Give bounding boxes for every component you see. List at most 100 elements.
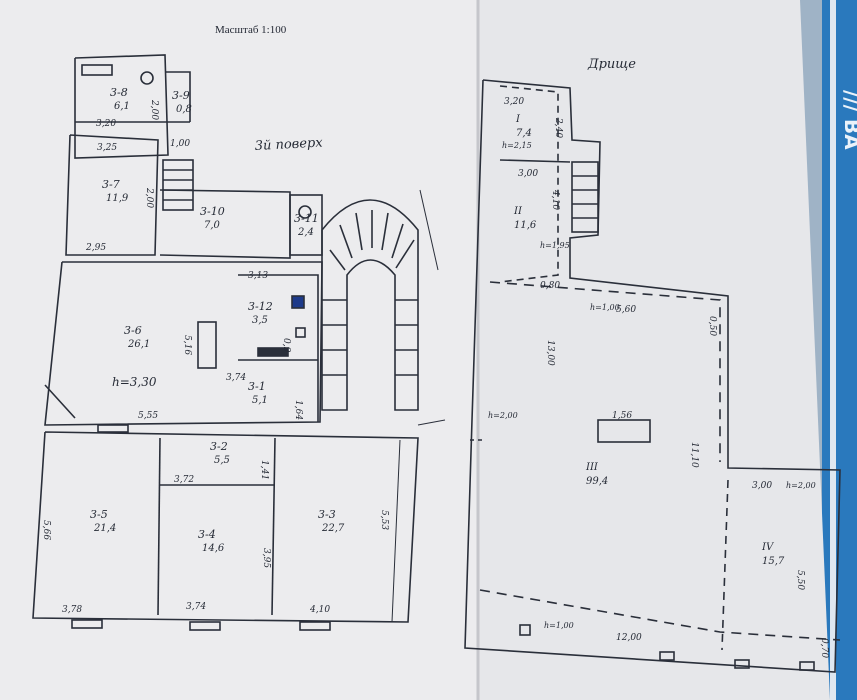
- door-swing: [44, 384, 76, 419]
- window: [189, 621, 221, 631]
- window: [299, 621, 331, 631]
- wall-3-9: [165, 71, 191, 122]
- dimension-label: 3,00: [752, 481, 772, 491]
- wall-3-5-3-4: [157, 437, 161, 616]
- room-id: 3-1: [248, 380, 266, 393]
- bath-fixture: [81, 64, 113, 76]
- room-id: 3-8: [110, 86, 128, 99]
- room-area: 21,4: [93, 523, 116, 534]
- dimension-label: 5,55: [138, 411, 158, 421]
- wall-lower-block: [32, 431, 419, 623]
- height-label: h=2,00: [786, 481, 816, 490]
- room-id: 3-9: [172, 89, 190, 102]
- dimension-label: 0,9: [281, 338, 291, 353]
- room-area: 15,7: [762, 556, 785, 567]
- room-area: 0,8: [176, 104, 192, 115]
- room-id: 3-6: [124, 324, 142, 337]
- right-plan: [464, 79, 841, 673]
- dimension-label: 5,60: [616, 305, 636, 315]
- wall-I-II: [499, 159, 571, 163]
- height-label: h=3,30: [112, 375, 157, 389]
- right-page: [478, 0, 830, 700]
- dimension-label: 1,41: [259, 460, 269, 480]
- small-stair: [162, 159, 194, 211]
- attic-stair: [571, 161, 599, 233]
- room-id: 3-3: [318, 508, 336, 521]
- room-id: 3-11: [294, 212, 319, 225]
- room-id: IV: [761, 542, 775, 553]
- dimension-label: 0,50: [707, 316, 717, 336]
- dimension-label: 3,13: [248, 271, 268, 281]
- scale-label: Масштаб 1:100: [215, 24, 287, 36]
- room-id: 3-2: [210, 440, 228, 453]
- room-id: III: [585, 462, 599, 473]
- wall-3-11: [289, 194, 323, 256]
- height-label: h=1,00: [544, 621, 574, 630]
- outlet-fixture: [295, 327, 306, 338]
- room-area: 7,0: [204, 220, 221, 231]
- window: [71, 619, 103, 629]
- height-label: h=2,00: [488, 411, 518, 420]
- leader-line: [419, 189, 439, 271]
- dimension-label: 2,00: [144, 187, 154, 208]
- height-label: h=1,95: [540, 241, 570, 250]
- dimension-label: 3,74: [226, 373, 246, 383]
- floor-label-left: 3й поверх: [254, 135, 323, 154]
- floor-label-right: Дрище: [587, 57, 636, 72]
- dimension-label: 5,66: [41, 520, 51, 540]
- stove-fixture: [291, 295, 305, 309]
- dimension-label: 13,00: [545, 340, 555, 366]
- room-area: 22,7: [321, 523, 345, 534]
- toilet-fixture: [140, 71, 154, 85]
- height-label: h=1,00: [590, 303, 620, 312]
- labels: Масштаб 1:100 3й поверх Дрище: [215, 24, 636, 154]
- dimension-label: 3,95: [261, 548, 271, 568]
- room-area: 5,1: [252, 395, 268, 406]
- wall-3-4-3-3: [271, 437, 276, 616]
- dimension-label: 2,40: [553, 117, 563, 138]
- spiral-stair: [321, 199, 419, 411]
- dimension-label: 11,10: [689, 442, 699, 468]
- room-area: 3,5: [252, 315, 268, 326]
- dimension-label: 3,20: [504, 97, 524, 107]
- dimension-label: 5,53: [379, 510, 389, 530]
- room-area: 11,9: [106, 193, 129, 204]
- room-id: 3-4: [198, 528, 216, 541]
- beam-label: 1,56: [612, 411, 632, 421]
- dimension-label: 3,25: [97, 143, 117, 153]
- wall-3-3-inner: [391, 439, 401, 623]
- left-plan: [32, 54, 446, 631]
- room-id: 3-7: [102, 178, 120, 191]
- wall-3-12: [238, 274, 319, 422]
- window: [97, 424, 129, 433]
- dimension-label: 4,10: [550, 189, 560, 210]
- room-area: 2,4: [297, 227, 314, 238]
- room-id: 3-12: [248, 300, 273, 313]
- sink-fixture: [257, 347, 289, 357]
- dashed-line-bottom: [479, 589, 841, 641]
- dimension-label: 3,72: [174, 475, 194, 485]
- room-area: 7,4: [516, 128, 532, 139]
- dimension-label: 5,50: [795, 570, 805, 590]
- room-area: 26,1: [127, 339, 150, 350]
- dimension-label: 12,00: [616, 633, 642, 643]
- wall-room-I-II: [499, 85, 559, 283]
- dimension-label: 2,00: [149, 99, 159, 120]
- left-room-labels: 3-86,13-90,83-711,93-107,03-112,43-626,1…: [90, 86, 345, 554]
- dimension-label: 3,00: [518, 169, 538, 179]
- room-area: 11,6: [514, 220, 537, 231]
- room-area: 6,1: [114, 101, 130, 112]
- beam-box: [597, 419, 651, 443]
- dashed-line-III: [489, 281, 721, 462]
- dimension-label: 3,20: [96, 119, 116, 129]
- dimension-label: 2,95: [85, 243, 106, 253]
- svg-text:/// BA: /// BA: [840, 90, 857, 150]
- dimension-label: 0,70: [819, 638, 829, 658]
- room-area: 14,6: [202, 543, 225, 554]
- wall-3-6: [44, 261, 323, 426]
- dimension-label: 1,64: [293, 400, 303, 420]
- room-area: 99,4: [586, 476, 608, 487]
